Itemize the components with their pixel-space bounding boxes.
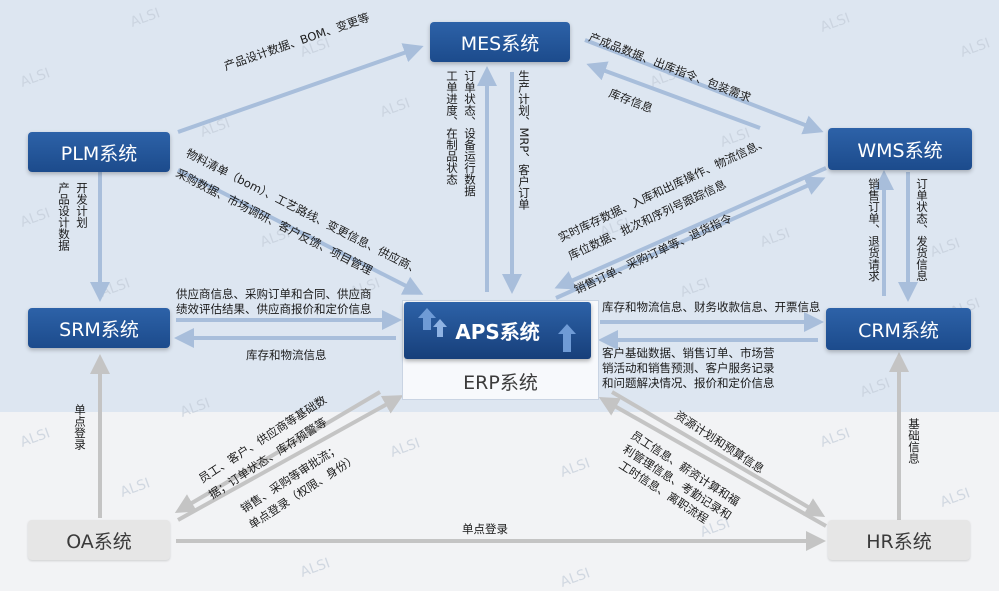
plm-system-box: PLM系统 — [28, 132, 170, 172]
flow-label-mes-aps-1: 工单进度、在制品状态 — [445, 70, 459, 185]
wms-label: WMS系统 — [857, 139, 943, 162]
flow-label-crm-aps-1: 客户基础数据、销售订单、市场营 — [602, 346, 775, 360]
arrow-wms-to-mes — [586, 61, 761, 130]
mes-label: MES系统 — [460, 32, 540, 55]
crm-label: CRM系统 — [858, 319, 939, 342]
flow-label-hr-crm: 基础信息 — [907, 418, 921, 464]
aps-system-box: APS系统 — [404, 302, 591, 359]
arrow-wms-to-aps — [554, 166, 827, 290]
hr-label: HR系统 — [866, 530, 932, 553]
arrow-oa-to-aps — [177, 395, 404, 522]
flow-label-srm-aps-2: 绩效评估结果、供应商报价和定价信息 — [176, 302, 372, 316]
flow-label-aps-mes: 生产计划、MRP、客户订单 — [517, 70, 531, 210]
aps-label: APS系统 — [455, 320, 540, 344]
arrow-mes-to-wms — [584, 38, 824, 135]
oa-label: OA系统 — [66, 530, 132, 553]
flow-label-wms-crm: 订单状态、发货信息 — [915, 178, 929, 282]
flow-label-plm-srm-2: 开发计划 — [75, 182, 89, 228]
crm-system-box: CRM系统 — [826, 308, 971, 350]
arrow-hr-to-aps — [598, 397, 827, 528]
flow-label-srm-aps-1: 供应商信息、采购订单和合同、供应商 — [176, 287, 372, 301]
mes-system-box: MES系统 — [430, 22, 570, 62]
arrow-plm-to-mes — [177, 43, 424, 134]
flow-label-aps-crm: 库存和物流信息、财务收款信息、开票信息 — [602, 300, 821, 314]
srm-label: SRM系统 — [59, 318, 139, 341]
arrow-aps-to-wms — [555, 176, 826, 300]
up-arrow-icon — [558, 324, 576, 352]
arrow-plm-to-aps — [177, 168, 424, 295]
up-arrow-icon — [418, 308, 436, 330]
wms-system-box: WMS系统 — [828, 128, 972, 170]
flow-label-crm-aps-3: 和问题解决情况、报价和定价信息 — [602, 376, 775, 390]
hr-system-box: HR系统 — [828, 520, 970, 560]
srm-system-box: SRM系统 — [28, 308, 170, 348]
erp-label: ERP系统 — [463, 372, 538, 394]
flow-label-oa-hr: 单点登录 — [462, 522, 508, 536]
flow-label-mes-aps-2: 订单状态、设备运行数据 — [463, 70, 477, 197]
plm-label: PLM系统 — [60, 142, 138, 165]
arrow-aps-to-oa — [174, 390, 382, 514]
flow-label-oa-srm: 单点登录 — [73, 404, 87, 450]
up-arrow-icon — [433, 319, 447, 337]
arrow-aps-to-hr — [610, 390, 826, 518]
flow-label-crm-wms: 销售订单、退货请求 — [867, 178, 881, 282]
flow-label-crm-aps-2: 销活动和销售预测、客户服务记录 — [602, 361, 775, 375]
flow-label-aps-srm: 库存和物流信息 — [246, 348, 327, 362]
oa-system-box: OA系统 — [28, 520, 170, 560]
flow-label-plm-srm: 产品设计数据 — [57, 182, 71, 251]
